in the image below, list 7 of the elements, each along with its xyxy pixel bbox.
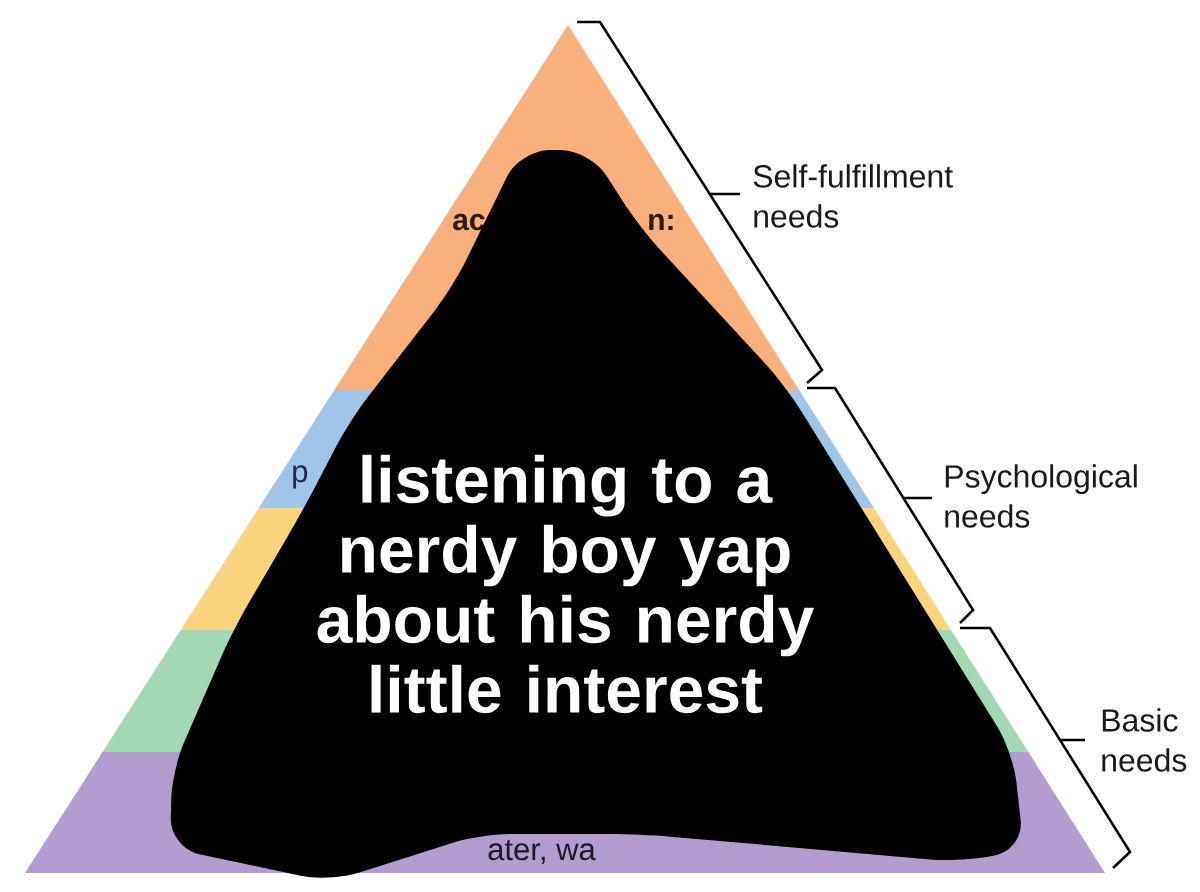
bracket-label: Psychological needs xyxy=(945,464,1137,528)
tier-label: ac xyxy=(453,213,485,231)
bracket-label: Self-fulfillment needs xyxy=(753,164,953,228)
tier-label: ater, wa xyxy=(488,839,596,864)
bracket-label: Basic needs xyxy=(1102,708,1187,772)
tier-label: p xyxy=(293,465,308,489)
tier-label: n: xyxy=(649,213,673,230)
